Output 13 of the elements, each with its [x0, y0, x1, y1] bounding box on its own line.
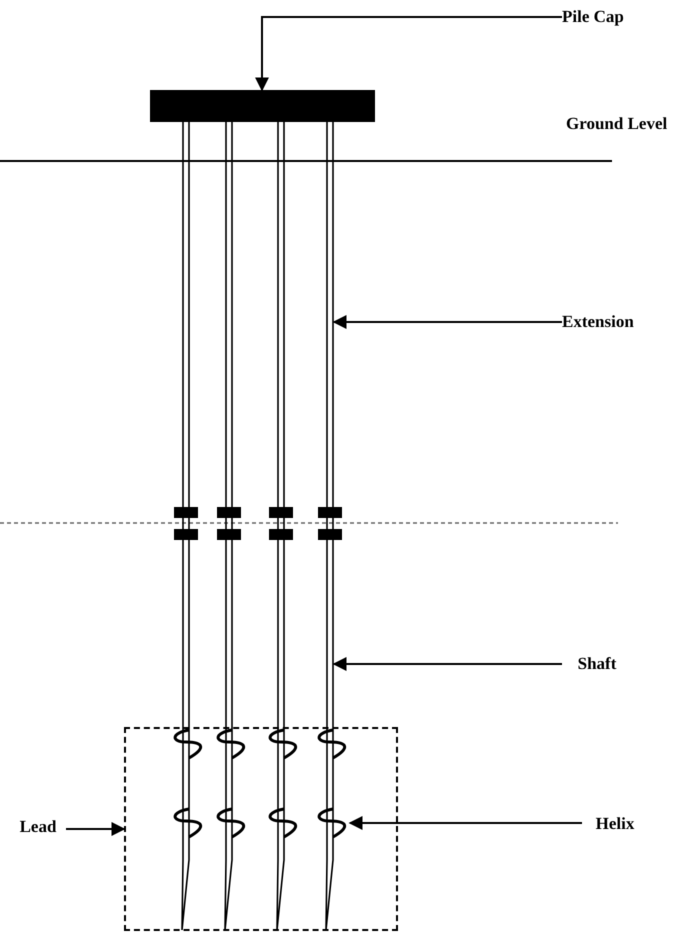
leader-arrow: [255, 16, 562, 92]
callout-label: Helix: [582, 812, 648, 836]
ground-level-label: Ground Level: [566, 114, 668, 134]
leader-arrow: [332, 315, 562, 329]
callout-label: Shaft: [562, 652, 632, 676]
pile-cap: [150, 90, 375, 122]
callout-label: Extension: [562, 310, 662, 334]
callout-label: Pile Cap: [562, 4, 648, 30]
dashed-outline-box: [124, 727, 398, 931]
leader-arrow: [348, 816, 582, 830]
callout-label: Lead: [10, 815, 66, 839]
leader-arrow: [66, 822, 126, 836]
leader-arrow: [332, 657, 562, 671]
